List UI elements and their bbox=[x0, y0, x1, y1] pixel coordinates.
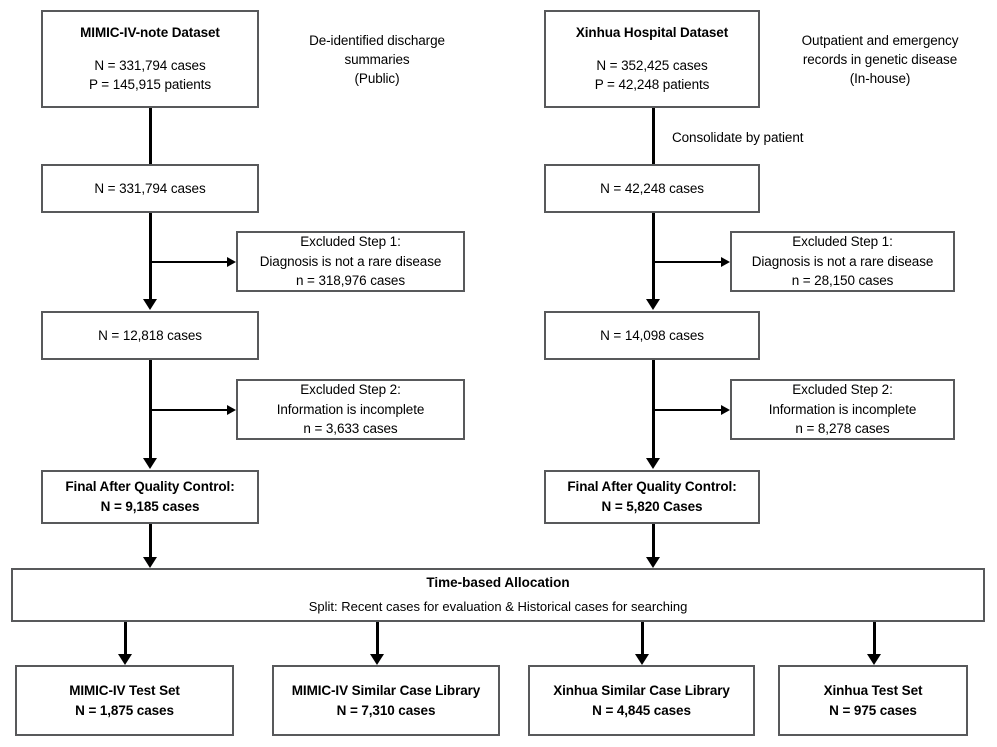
arrowhead-output-2 bbox=[370, 654, 384, 665]
branch-line-xinhua-excluded2 bbox=[653, 409, 722, 411]
source-cases-xinhua: N = 352,425 cases bbox=[596, 57, 708, 73]
source-box-mimic: MIMIC-IV-note Dataset N = 331,794 cases … bbox=[41, 10, 259, 108]
output-count-2: N = 7,310 cases bbox=[336, 702, 436, 718]
edge-note-xinhua-consolidate: Consolidate by patient bbox=[672, 130, 804, 145]
source-note-mimic-line1: De-identified discharge bbox=[309, 33, 445, 48]
excluded1-mimic-line2: Diagnosis is not a rare disease bbox=[259, 253, 442, 269]
output-box-mimic-test: MIMIC-IV Test Set N = 1,875 cases bbox=[15, 665, 234, 736]
final-mimic-line2: N = 9,185 cases bbox=[100, 499, 200, 514]
allocation-subtitle: Split: Recent cases for evaluation & His… bbox=[308, 598, 688, 614]
final-mimic-line1: Final After Quality Control: bbox=[65, 479, 235, 495]
excluded2-xinhua-line3: n = 8,278 cases bbox=[795, 421, 890, 437]
output-count-3: N = 4,845 cases bbox=[592, 702, 691, 718]
arrowhead-mimic-stage1-stage2 bbox=[143, 299, 157, 310]
connector-mimic-final-allocation bbox=[148, 524, 152, 560]
output-box-xinhua-test: Xinhua Test Set N = 975 cases bbox=[778, 665, 968, 736]
source-note-xinhua-line2: records in genetic disease bbox=[802, 52, 958, 68]
branch-line-mimic-excluded1 bbox=[150, 261, 228, 263]
output-title-3: Xinhua Similar Case Library bbox=[553, 682, 730, 698]
excluded1-xinhua-line3: n = 28,150 cases bbox=[791, 273, 894, 289]
branch-line-xinhua-excluded1 bbox=[653, 261, 722, 263]
excluded1-mimic-line1: Excluded Step 1: bbox=[300, 234, 401, 250]
stage2-label-mimic: N = 12,818 cases bbox=[98, 327, 202, 343]
excluded2-mimic-line1: Excluded Step 2: bbox=[300, 382, 401, 398]
stage2-box-mimic: N = 12,818 cases bbox=[41, 311, 259, 360]
source-note-mimic: De-identified discharge summaries (Publi… bbox=[262, 31, 492, 88]
excluded2-box-xinhua: Excluded Step 2: Information is incomple… bbox=[730, 379, 955, 440]
connector-xinhua-stage1-stage2 bbox=[651, 213, 655, 301]
arrowhead-output-3 bbox=[635, 654, 649, 665]
source-note-xinhua-line1: Outpatient and emergency bbox=[801, 33, 959, 48]
source-note-mimic-line3: (Public) bbox=[354, 71, 400, 87]
source-title-mimic: MIMIC-IV-note Dataset bbox=[80, 25, 220, 41]
stage1-box-xinhua: N = 42,248 cases bbox=[544, 164, 760, 213]
connector-xinhua-source-stage1 bbox=[651, 108, 655, 165]
arrowhead-mimic-excluded2 bbox=[227, 405, 236, 415]
source-title-xinhua: Xinhua Hospital Dataset bbox=[575, 25, 729, 41]
output-title-1: MIMIC-IV Test Set bbox=[69, 682, 180, 698]
final-box-mimic: Final After Quality Control: N = 9,185 c… bbox=[41, 470, 259, 524]
source-patients-mimic: P = 145,915 patients bbox=[89, 77, 211, 93]
arrowhead-mimic-allocation bbox=[143, 557, 157, 568]
source-note-mimic-line2: summaries bbox=[344, 52, 410, 68]
final-xinhua-line1: Final After Quality Control: bbox=[567, 479, 737, 495]
final-xinhua-line2: N = 5,820 Cases bbox=[601, 499, 703, 514]
connector-allocation-output-4 bbox=[872, 622, 876, 657]
excluded2-mimic-line2: Information is incomplete bbox=[276, 401, 425, 417]
arrowhead-output-4 bbox=[867, 654, 881, 665]
source-note-xinhua: Outpatient and emergency records in gene… bbox=[763, 31, 997, 88]
excluded2-box-mimic: Excluded Step 2: Information is incomple… bbox=[236, 379, 465, 440]
excluded1-box-xinhua: Excluded Step 1: Diagnosis is not a rare… bbox=[730, 231, 955, 292]
excluded1-mimic-line3: n = 318,976 cases bbox=[295, 273, 405, 289]
arrowhead-xinhua-allocation bbox=[646, 557, 660, 568]
arrowhead-xinhua-excluded1 bbox=[721, 257, 730, 267]
arrowhead-xinhua-stage1-stage2 bbox=[646, 299, 660, 310]
excluded1-xinhua-line2: Diagnosis is not a rare disease bbox=[751, 253, 934, 269]
source-box-xinhua: Xinhua Hospital Dataset N = 352,425 case… bbox=[544, 10, 760, 108]
output-box-mimic-library: MIMIC-IV Similar Case Library N = 7,310 … bbox=[272, 665, 500, 736]
connector-mimic-stage1-stage2 bbox=[148, 213, 152, 301]
connector-allocation-output-1 bbox=[123, 622, 127, 657]
stage1-label-xinhua: N = 42,248 cases bbox=[600, 180, 704, 196]
allocation-title: Time-based Allocation bbox=[426, 575, 570, 591]
connector-mimic-source-stage1 bbox=[148, 108, 152, 165]
connector-allocation-output-2 bbox=[375, 622, 379, 657]
arrowhead-output-1 bbox=[118, 654, 132, 665]
connector-xinhua-final-allocation bbox=[651, 524, 655, 560]
arrowhead-mimic-excluded1 bbox=[227, 257, 236, 267]
stage1-label-mimic: N = 331,794 cases bbox=[94, 180, 206, 196]
output-box-xinhua-library: Xinhua Similar Case Library N = 4,845 ca… bbox=[528, 665, 755, 736]
arrowhead-mimic-stage2-final bbox=[143, 458, 157, 469]
allocation-box: Time-based Allocation Split: Recent case… bbox=[11, 568, 985, 622]
source-cases-mimic: N = 331,794 cases bbox=[94, 57, 206, 73]
branch-line-mimic-excluded2 bbox=[150, 409, 228, 411]
excluded2-xinhua-line1: Excluded Step 2: bbox=[792, 382, 893, 398]
output-title-2: MIMIC-IV Similar Case Library bbox=[291, 682, 481, 698]
output-title-4: Xinhua Test Set bbox=[823, 682, 923, 698]
excluded1-xinhua-line1: Excluded Step 1: bbox=[792, 234, 893, 250]
output-count-4: N = 975 cases bbox=[829, 702, 917, 718]
stage1-box-mimic: N = 331,794 cases bbox=[41, 164, 259, 213]
source-patients-xinhua: P = 42,248 patients bbox=[594, 77, 710, 93]
source-note-xinhua-line3: (In-house) bbox=[849, 71, 911, 87]
connector-allocation-output-3 bbox=[640, 622, 644, 657]
stage2-label-xinhua: N = 14,098 cases bbox=[600, 327, 704, 343]
arrowhead-xinhua-stage2-final bbox=[646, 458, 660, 469]
excluded1-box-mimic: Excluded Step 1: Diagnosis is not a rare… bbox=[236, 231, 465, 292]
excluded2-mimic-line3: n = 3,633 cases bbox=[303, 421, 398, 437]
arrowhead-xinhua-excluded2 bbox=[721, 405, 730, 415]
final-box-xinhua: Final After Quality Control: N = 5,820 C… bbox=[544, 470, 760, 524]
excluded2-xinhua-line2: Information is incomplete bbox=[768, 401, 917, 417]
output-count-1: N = 1,875 cases bbox=[75, 702, 174, 718]
stage2-box-xinhua: N = 14,098 cases bbox=[544, 311, 760, 360]
